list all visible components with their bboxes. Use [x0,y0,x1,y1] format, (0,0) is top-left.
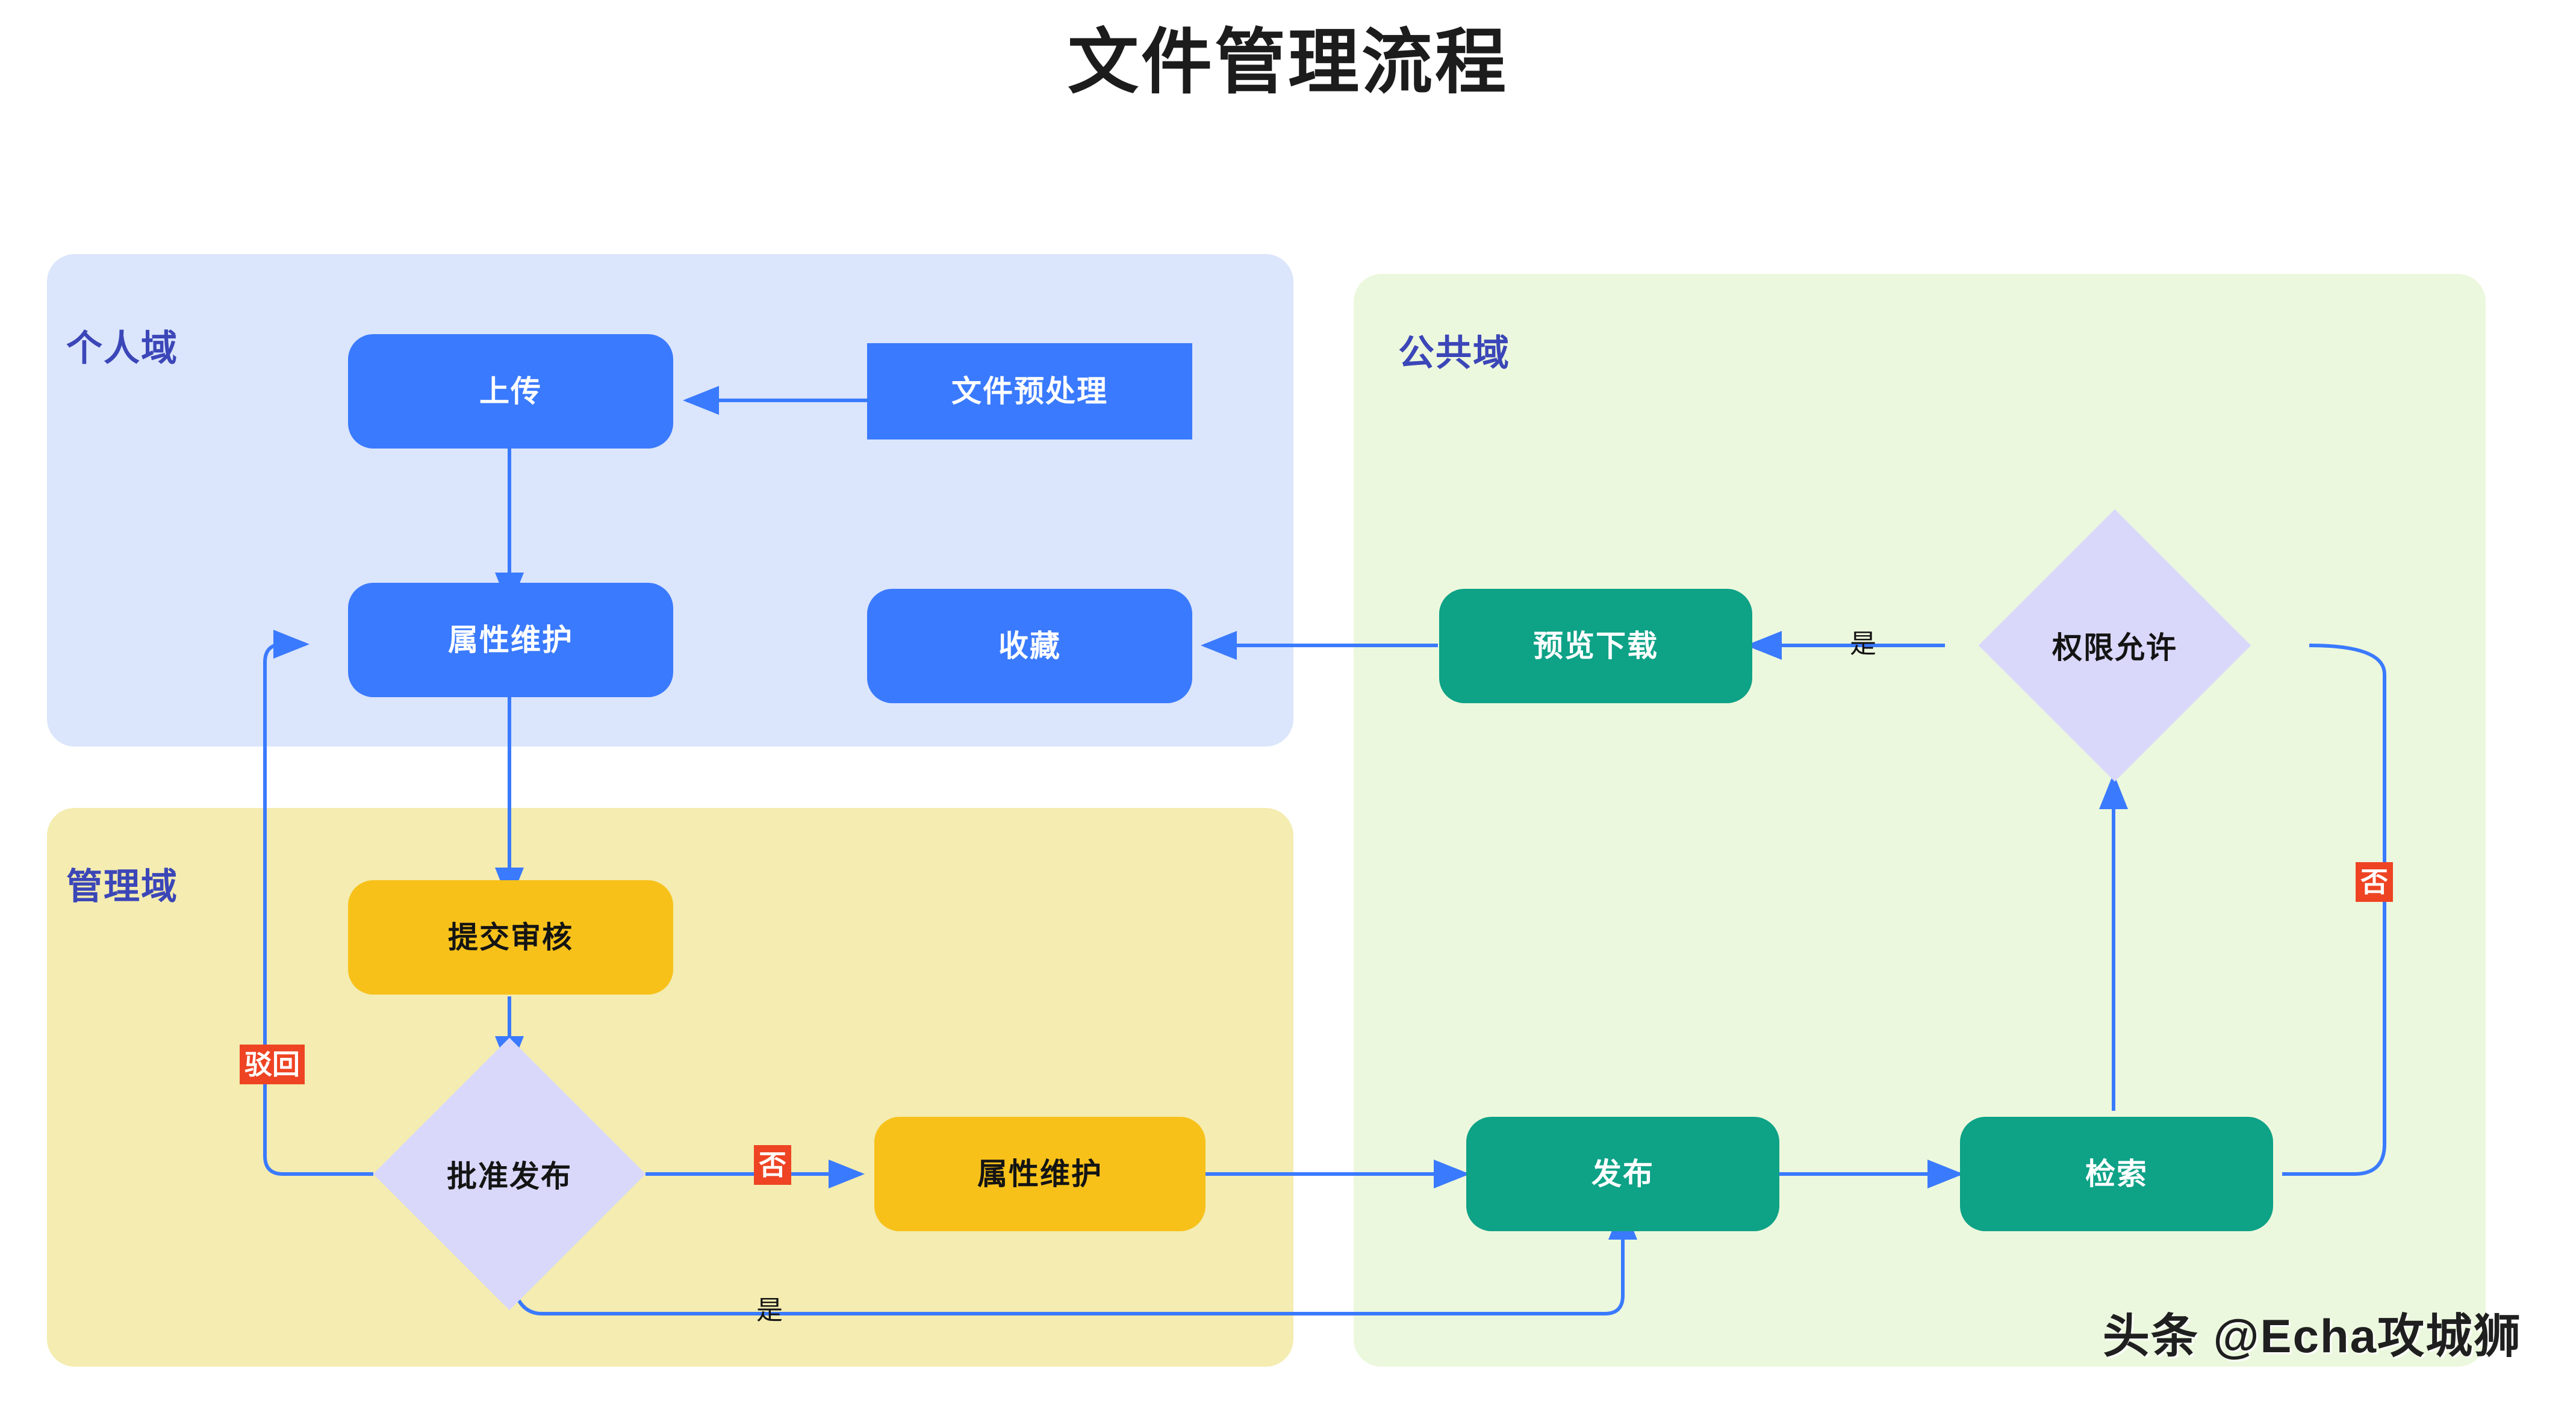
node-file-preprocess-label: 文件预处理 [951,374,1108,408]
lane-label-personal: 个人域 [66,328,178,368]
edge-label-no-permission-text: 否 [2360,866,2388,898]
node-attribute-maintenance-manage-label: 属性维护 [977,1157,1103,1191]
edge-label-yes-permission: 是 [1850,631,1876,657]
lane-label-public: 公共域 [1398,333,1510,373]
lane-management-domain [47,808,1293,1367]
edge-label-no-manage-text: 否 [759,1149,786,1181]
node-attribute-maintenance-personal-label: 属性维护 [448,623,573,657]
edge-label-reject: 驳回 [240,1045,305,1084]
node-publish[interactable]: 发布 [1466,1117,1779,1231]
node-upload[interactable]: 上传 [348,334,673,449]
node-submit-review-label: 提交审核 [448,921,573,954]
node-preview-download-label: 预览下载 [1533,629,1658,663]
node-preview-download[interactable]: 预览下载 [1439,589,1752,703]
edge-label-reject-text: 驳回 [244,1049,300,1080]
node-search[interactable]: 检索 [1960,1117,2273,1231]
node-file-preprocess[interactable]: 文件预处理 [867,343,1192,439]
node-submit-review[interactable]: 提交审核 [348,880,673,995]
node-approve-publish[interactable]: 批准发布 [373,1037,646,1311]
node-attribute-maintenance-manage[interactable]: 属性维护 [874,1117,1206,1231]
edge-label-yes-bottom-text: 是 [756,1296,783,1325]
node-favorite[interactable]: 收藏 [867,589,1192,703]
node-permission-allowed-label: 权限允许 [2052,631,2177,665]
node-favorite-label: 收藏 [998,629,1061,663]
node-attribute-maintenance-personal[interactable]: 属性维护 [348,583,673,697]
edge-label-yes-permission-text: 是 [1850,629,1876,659]
node-search-label: 检索 [2085,1157,2148,1191]
node-permission-allowed[interactable]: 权限允许 [1978,509,2251,782]
edge-label-yes-bottom: 是 [756,1297,783,1324]
edge-label-no-permission: 否 [2356,862,2393,902]
page-title: 文件管理流程 [1067,23,1508,102]
watermark: 头条 @Echa攻城狮 [2102,1309,2522,1362]
node-approve-publish-label: 批准发布 [447,1160,572,1193]
edge-label-no-manage: 否 [754,1145,791,1185]
node-upload-label: 上传 [479,374,542,408]
lane-label-management: 管理域 [66,866,178,907]
node-publish-label: 发布 [1591,1157,1654,1191]
